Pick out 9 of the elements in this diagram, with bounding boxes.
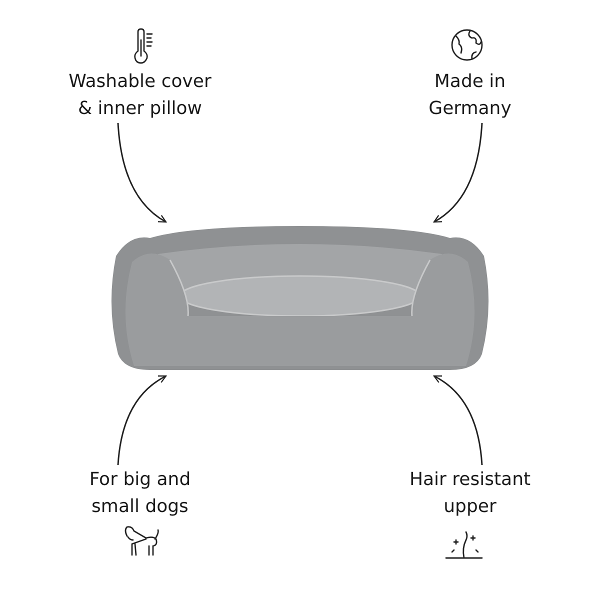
- curved-arrow: [117, 375, 167, 466]
- callout-text: Washable cover & inner pillow: [68, 70, 212, 121]
- callout-text: Hair resistant upper: [408, 468, 532, 519]
- callout-text: For big and small dogs: [88, 468, 192, 519]
- callout-text: Made in Germany: [428, 70, 512, 121]
- curved-arrow: [117, 122, 167, 223]
- dog-bed-drawing: [110, 226, 490, 372]
- curved-arrow: [433, 122, 483, 223]
- curved-arrow: [433, 375, 483, 466]
